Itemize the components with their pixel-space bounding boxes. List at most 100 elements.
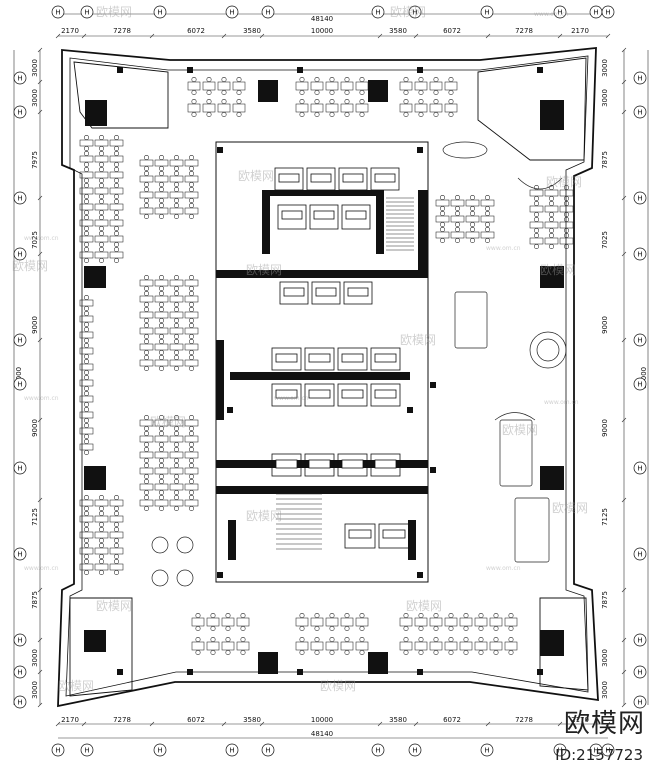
top-dimensions: 2170 7278 6072 3580 10000 3580 6072 7278… xyxy=(61,15,589,35)
watermark-10: 欧模网 xyxy=(502,423,538,437)
axis-bubble: H xyxy=(153,743,167,757)
watermark-url-6: www.om.cn xyxy=(534,11,569,18)
bottom-dim-6: 3580 xyxy=(389,716,407,724)
image-id-label: ID:2157723 xyxy=(555,746,643,764)
axis-label: H xyxy=(229,747,234,755)
right-dim-7: 7125 xyxy=(601,508,609,526)
axis-label: H xyxy=(557,9,562,17)
bottom-total: 48140 xyxy=(311,730,333,738)
axis-label: H xyxy=(17,337,22,345)
watermark-11: 欧模网 xyxy=(246,509,282,523)
axis-bubble: H xyxy=(633,695,647,709)
right-total: 60000 xyxy=(640,367,648,389)
axis-label: H xyxy=(17,251,22,259)
axis-label: H xyxy=(637,699,642,707)
axis-label: H xyxy=(637,337,642,345)
right-dim-6: 9000 xyxy=(601,419,609,437)
axis-bubble: H xyxy=(13,695,27,709)
left-dim-3: 7975 xyxy=(31,151,39,169)
stairwells xyxy=(276,197,414,550)
top-dim-7: 6072 xyxy=(443,27,461,35)
corner-rooms xyxy=(69,57,589,697)
axis-label: H xyxy=(84,9,89,17)
axis-bubble: H xyxy=(633,665,647,679)
left-dim-10: 3000 xyxy=(31,681,39,699)
axis-bubble: H xyxy=(51,743,65,757)
axis-bubble: H xyxy=(13,247,27,261)
right-dim-2: 3000 xyxy=(601,89,609,107)
right-dim-8: 7875 xyxy=(601,591,609,609)
bottom-dim-5: 10000 xyxy=(311,716,333,724)
axis-bubble: H xyxy=(633,633,647,647)
watermark-8: 欧模网 xyxy=(400,333,436,347)
axis-label: H xyxy=(637,551,642,559)
axis-bubble: H xyxy=(553,743,567,757)
right-dim-1: 3000 xyxy=(601,59,609,77)
bottom-dim-9: 2170 xyxy=(571,716,589,724)
axis-label: H xyxy=(605,9,610,17)
dimension-lines xyxy=(13,13,649,739)
axis-bubble: H xyxy=(13,377,27,391)
axis-label: H xyxy=(637,75,642,83)
top-dim-3: 6072 xyxy=(187,27,205,35)
axis-label: H xyxy=(55,747,60,755)
axis-label: H xyxy=(265,747,270,755)
meeting-tables xyxy=(151,141,567,587)
axis-label: H xyxy=(637,669,642,677)
axis-bubble: H xyxy=(633,71,647,85)
watermark-6: 欧模网 xyxy=(246,263,282,277)
right-dim-3: 7875 xyxy=(601,151,609,169)
top-dim-1: 2170 xyxy=(61,27,79,35)
dimension-ticks xyxy=(37,33,627,727)
axis-bubble: H xyxy=(13,105,27,119)
axis-bubble: H xyxy=(633,461,647,475)
watermark-url-8: www.om.cn xyxy=(486,565,521,572)
axis-label: H xyxy=(605,747,610,755)
left-dim-5: 9000 xyxy=(31,316,39,334)
watermark-15: 欧模网 xyxy=(58,679,94,693)
axis-bubble: H xyxy=(80,743,94,757)
watermark-13: 欧模网 xyxy=(406,599,442,613)
watermark-5: 欧模网 xyxy=(12,259,48,273)
axis-label: H xyxy=(484,747,489,755)
top-dim-6: 3580 xyxy=(389,27,407,35)
right-dimensions: 3000 3000 7875 7025 9000 9000 7125 7875 … xyxy=(601,59,648,699)
left-dim-8: 7875 xyxy=(31,591,39,609)
watermark-2: 欧模网 xyxy=(390,5,426,19)
bottom-dim-4: 3580 xyxy=(243,716,261,724)
axis-label: H xyxy=(157,9,162,17)
axis-bubble: H xyxy=(13,633,27,647)
watermark-url-5: www.om.cn xyxy=(544,399,579,406)
elevator-shafts xyxy=(271,167,410,549)
axis-bubble: H xyxy=(633,105,647,119)
axis-bubble: H xyxy=(633,547,647,561)
watermark-14: 欧模网 xyxy=(96,599,132,613)
axis-bubble: H xyxy=(225,5,239,19)
top-dim-9: 2170 xyxy=(571,27,589,35)
axis-label: H xyxy=(637,251,642,259)
watermark-9: 欧模网 xyxy=(150,415,186,429)
watermark-16: 欧模网 xyxy=(320,679,356,693)
axis-bubble: H xyxy=(633,377,647,391)
top-dim-8: 7278 xyxy=(515,27,533,35)
axis-label: H xyxy=(17,195,22,203)
axis-label: H xyxy=(557,747,562,755)
axis-label: H xyxy=(637,465,642,473)
watermark-12: 欧模网 xyxy=(552,501,588,515)
axis-bubble: H xyxy=(601,5,615,19)
watermark-url-3: www.om.cn xyxy=(24,395,59,402)
bottom-dim-8: 7278 xyxy=(515,716,533,724)
axis-label: H xyxy=(55,9,60,17)
watermark-4: 欧模网 xyxy=(546,175,582,189)
bottom-dim-7: 6072 xyxy=(443,716,461,724)
axis-label: H xyxy=(484,9,489,17)
watermark-7: 欧模网 xyxy=(540,263,576,277)
axis-label: H xyxy=(17,465,22,473)
axis-label: H xyxy=(157,747,162,755)
bottom-dim-1: 2170 xyxy=(61,716,79,724)
axis-bubble: H xyxy=(13,461,27,475)
watermark-1: 欧模网 xyxy=(96,5,132,19)
